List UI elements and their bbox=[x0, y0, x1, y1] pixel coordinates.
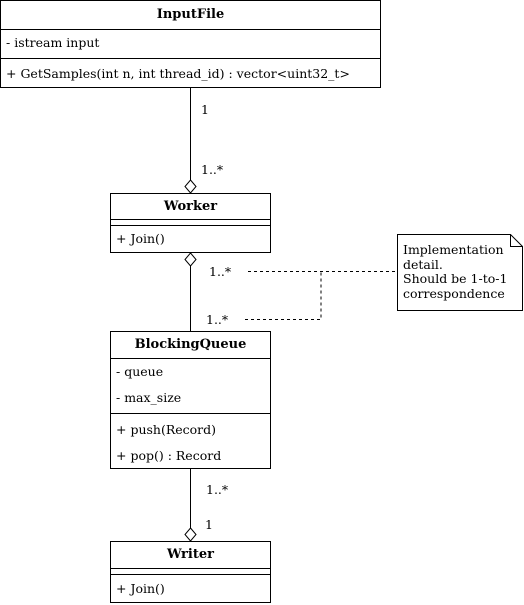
operation: + pop() : Record bbox=[116, 448, 222, 463]
class-name: Worker bbox=[163, 199, 218, 214]
class-name: BlockingQueue bbox=[134, 337, 247, 352]
aggregation-diamond-icon bbox=[184, 179, 197, 194]
multiplicity-label: 1..* bbox=[206, 482, 229, 497]
class-blockingqueue[interactable]: BlockingQueue - queue - max_size + push(… bbox=[110, 331, 271, 469]
attribute: - istream input bbox=[6, 35, 100, 50]
multiplicity-label: 1..* bbox=[201, 162, 224, 177]
class-inputfile[interactable]: InputFile - istream input + GetSamples(i… bbox=[0, 0, 381, 88]
operation: + Join() bbox=[116, 231, 165, 246]
attributes-section bbox=[111, 568, 270, 574]
operations-section: + Join() bbox=[111, 225, 270, 252]
class-name: Writer bbox=[167, 547, 214, 562]
multiplicity-label: 1..* bbox=[206, 312, 229, 327]
attributes-section: - istream input bbox=[1, 29, 380, 58]
operations-section: + Join() bbox=[111, 574, 270, 602]
operation: + GetSamples(int n, int thread_id) : vec… bbox=[6, 66, 350, 81]
operation: + push(Record) bbox=[116, 422, 217, 437]
note-fold-icon bbox=[510, 234, 523, 247]
class-writer[interactable]: Writer + Join() bbox=[110, 541, 271, 603]
multiplicity-label: 1..* bbox=[209, 264, 232, 279]
multiplicity-label: 1 bbox=[205, 517, 213, 532]
attribute: - max_size bbox=[116, 390, 182, 405]
aggregation-diamond-icon bbox=[184, 527, 197, 542]
note-anchor-line bbox=[245, 271, 322, 320]
note-text: Implementation detail. Should be 1-to-1 … bbox=[403, 242, 508, 301]
operations-section: + GetSamples(int n, int thread_id) : vec… bbox=[1, 58, 380, 87]
note-shape bbox=[397, 234, 523, 311]
note[interactable]: Implementation detail. Should be 1-to-1 … bbox=[397, 234, 523, 311]
attribute: - queue bbox=[116, 364, 164, 379]
operations-section: + push(Record) + pop() : Record bbox=[111, 413, 270, 468]
attributes-section: - queue - max_size bbox=[111, 358, 270, 413]
class-worker[interactable]: Worker + Join() bbox=[110, 193, 271, 253]
operation: + Join() bbox=[116, 581, 165, 596]
attributes-section bbox=[111, 219, 270, 225]
class-name: InputFile bbox=[156, 7, 225, 22]
aggregation-diamond-icon bbox=[184, 252, 197, 267]
multiplicity-label: 1 bbox=[201, 102, 209, 117]
